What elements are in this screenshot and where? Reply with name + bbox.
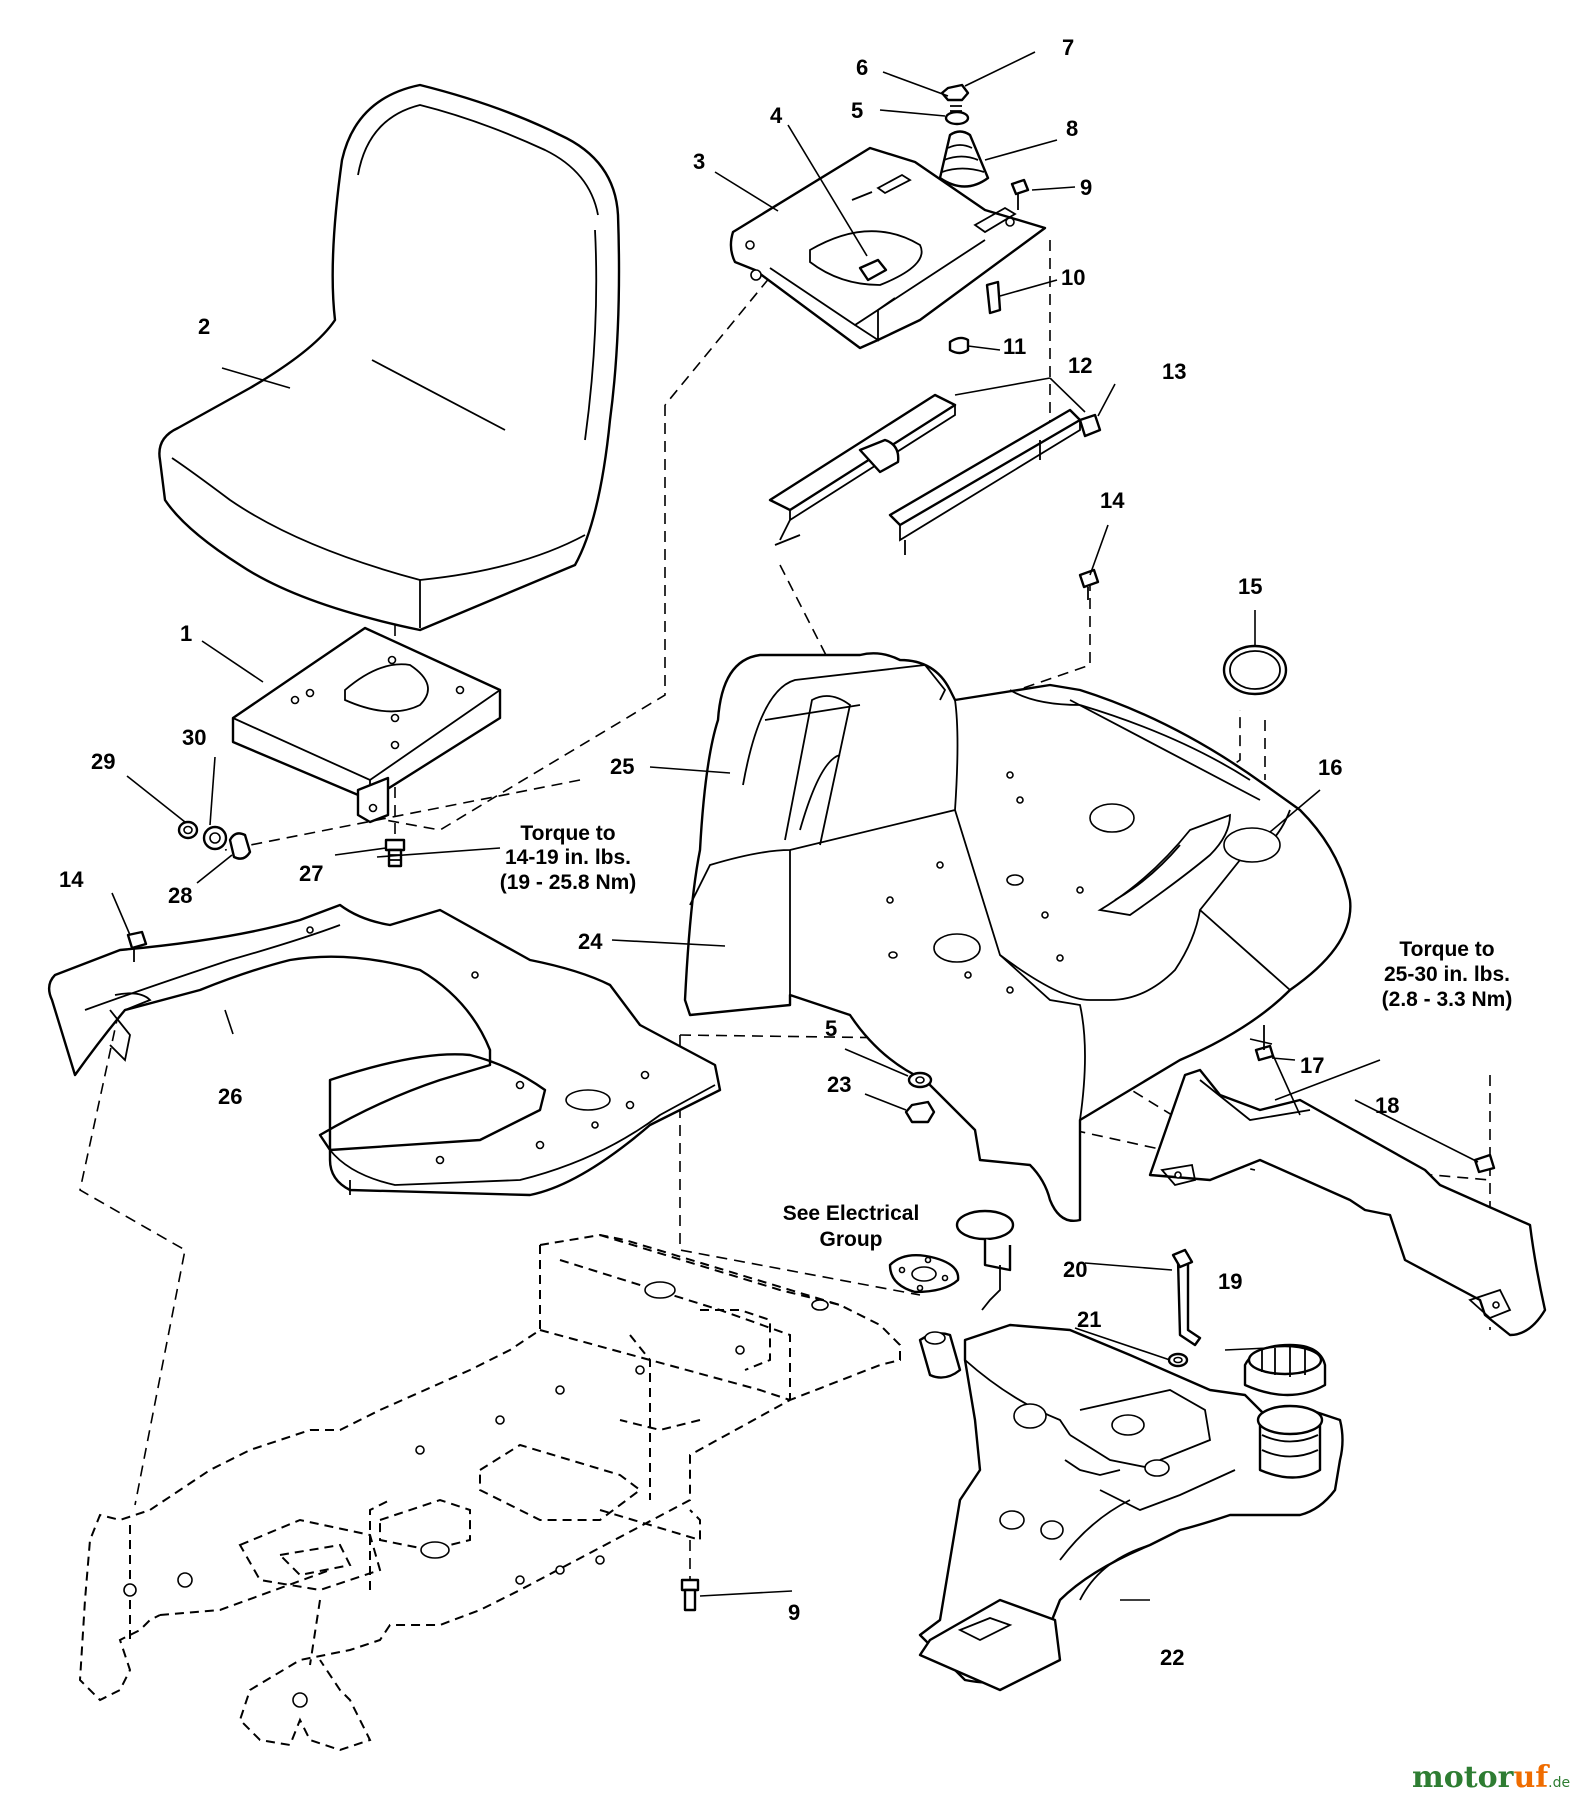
callout-2: 2 — [198, 314, 210, 339]
callout-22: 22 — [1160, 1645, 1184, 1670]
o-ring — [1222, 644, 1288, 696]
callout-3: 3 — [693, 149, 705, 174]
watermark-brand-orange: uf — [1513, 1760, 1550, 1795]
callout-16: 16 — [1318, 755, 1342, 780]
seat — [158, 83, 621, 632]
callout-26: 26 — [218, 1084, 242, 1109]
callout-21: 21 — [1077, 1307, 1101, 1332]
seat-slide-rails — [768, 393, 1102, 555]
callout-9: 9 — [1080, 175, 1092, 200]
callout-24: 24 — [578, 929, 603, 954]
seat-hardware — [177, 820, 406, 868]
torque-seat-line-1: Torque to — [520, 822, 615, 845]
callout-13: 13 — [1162, 359, 1186, 384]
callout-23: 23 — [827, 1072, 851, 1097]
callout-4: 4 — [770, 103, 783, 128]
callout-7: 7 — [1062, 35, 1074, 60]
callout-29: 29 — [91, 749, 115, 774]
torque-fender-line-1: Torque to — [1399, 938, 1494, 961]
torque-fender-line-3: (2.8 - 3.3 Nm) — [1382, 988, 1513, 1011]
rear-fender — [683, 652, 1352, 1222]
leader-lines — [111, 51, 1479, 1601]
callout-12: 12 — [1068, 353, 1092, 378]
fuel-tank — [918, 1248, 1344, 1692]
callout-8: 8 — [1066, 116, 1078, 141]
chassis-frame — [78, 1233, 901, 1752]
callout-5-lower: 5 — [825, 1016, 837, 1041]
callout-1: 1 — [180, 621, 192, 646]
callout-18: 18 — [1375, 1093, 1399, 1118]
callout-11: 11 — [1003, 334, 1026, 359]
torque-seat-line-2: 14-19 in. lbs. — [505, 846, 631, 869]
callout-9-lower: 9 — [788, 1600, 800, 1625]
electrical-note-line-1: See Electrical — [783, 1202, 920, 1225]
seat-bracket — [729, 146, 1047, 350]
torque-seat-line-3: (19 - 25.8 Nm) — [500, 871, 637, 894]
watermark-brand-green: motor — [1412, 1760, 1515, 1795]
svg-text:motoruf.de: motoruf.de — [1412, 1760, 1570, 1795]
callout-6: 6 — [856, 55, 868, 80]
bolt-14-left — [126, 930, 148, 962]
callout-5: 5 — [851, 98, 863, 123]
watermark-logo: motoruf.de — [1412, 1760, 1570, 1795]
callout-25: 25 — [610, 754, 634, 779]
bolt-14-top — [1078, 568, 1100, 600]
fender-hardware — [904, 1071, 936, 1124]
callout-17: 17 — [1300, 1053, 1324, 1078]
torque-note-seat: Torque to 14-19 in. lbs. (19 - 25.8 Nm) — [500, 822, 637, 894]
right-side-panel — [1148, 1068, 1547, 1337]
callout-labels: 1 2 3 4 5 6 7 8 9 10 11 12 13 14 15 16 1… — [59, 35, 1399, 1670]
seat-pan — [231, 626, 502, 824]
watermark-suffix: .de — [1548, 1775, 1570, 1791]
electrical-note-line-2: Group — [820, 1228, 883, 1251]
callout-19: 19 — [1218, 1269, 1242, 1294]
bolt-9-lower — [680, 1578, 700, 1612]
torque-note-fender: Torque to 25-30 in. lbs. (2.8 - 3.3 Nm) — [1382, 938, 1513, 1011]
callout-28: 28 — [168, 883, 192, 908]
callout-30: 30 — [182, 725, 206, 750]
footrest-panel — [47, 903, 722, 1197]
callout-20: 20 — [1063, 1257, 1087, 1282]
callout-10: 10 — [1061, 265, 1085, 290]
torque-fender-line-2: 25-30 in. lbs. — [1384, 963, 1510, 986]
callout-27: 27 — [299, 861, 323, 886]
callout-14-left: 14 — [59, 867, 84, 892]
fuel-sender-parts — [888, 1209, 1015, 1379]
callout-14-top: 14 — [1100, 488, 1125, 513]
electrical-group-note: See Electrical Group — [783, 1202, 920, 1251]
callout-15: 15 — [1238, 574, 1262, 599]
